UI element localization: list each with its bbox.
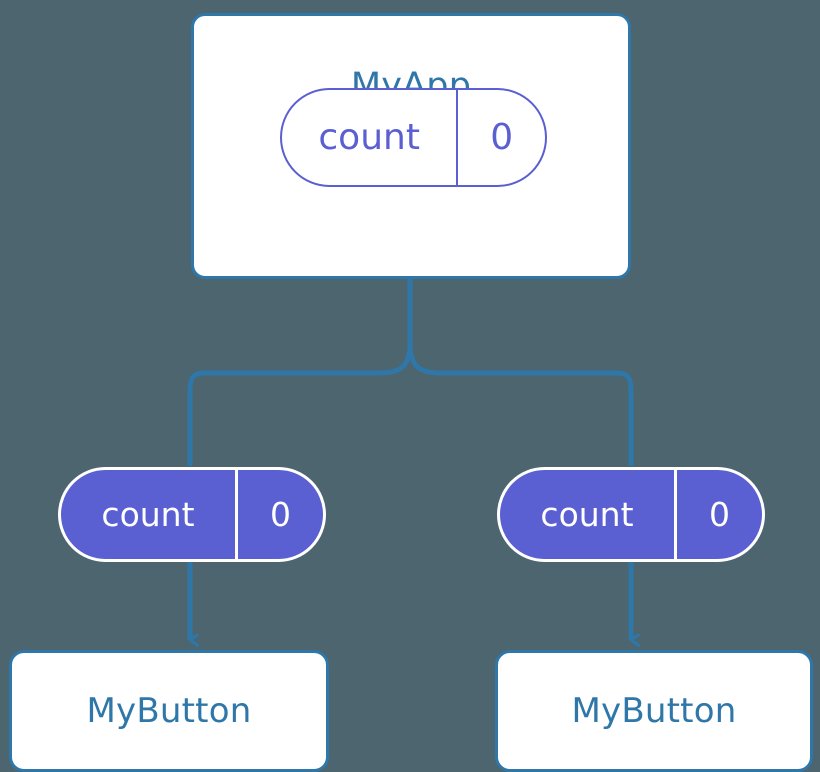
state-pill-key: count [318, 116, 420, 158]
component-title-mybutton: MyButton [86, 691, 252, 731]
state-pill-key: count [540, 495, 634, 534]
state-pill-key: count [101, 495, 195, 534]
component-node-mybutton-left[interactable]: MyButton [9, 650, 329, 772]
state-pill-myapp[interactable]: count 0 [280, 88, 547, 187]
component-title-mybutton: MyButton [571, 691, 737, 731]
state-pill-left[interactable]: count 0 [58, 467, 326, 562]
connector-branch-left [187, 342, 413, 466]
state-pill-value: 0 [456, 90, 545, 185]
component-node-mybutton-right[interactable]: MyButton [495, 650, 813, 772]
state-pill-value: 0 [234, 470, 323, 559]
state-pill-value: 0 [673, 470, 762, 559]
component-node-myapp[interactable]: MyApp count 0 [191, 13, 631, 279]
state-pill-right[interactable]: count 0 [497, 467, 765, 562]
connector-branch-right [407, 342, 634, 466]
